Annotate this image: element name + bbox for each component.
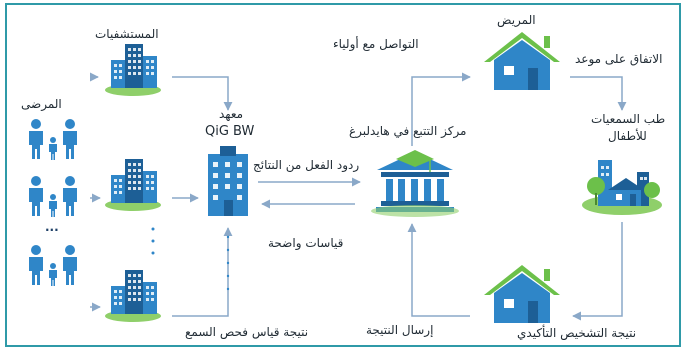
hospital-3-icon (105, 270, 161, 322)
hospital-more-dots (151, 227, 155, 255)
patient-house-bottom-icon (484, 265, 560, 323)
label-hospitals: المستشفيات (95, 27, 159, 41)
label-patient: المريض (497, 13, 536, 27)
label-send-result: إرسال النتيجة (366, 323, 434, 337)
patients-family-2-icon (29, 176, 77, 217)
label-confirm-result: نتيجة التشخيص التأكيدي (517, 326, 637, 340)
label-clear-measurements: قياسات واضحة (268, 236, 344, 250)
label-institute-line1: معهد (219, 107, 244, 121)
patient-house-top-icon (484, 32, 560, 90)
patient-hospital-arrows (89, 72, 101, 312)
label-patients: المرضى (21, 97, 62, 111)
center-patient-arrows (407, 72, 627, 321)
label-ellipsis: ... (45, 220, 59, 234)
label-tracking-center: مركز التتبع في هايدلبرغ (349, 124, 467, 138)
label-audiologist-line2: للأطفال (608, 129, 647, 143)
label-hearing-result: نتيجة قياس فحص السمع (185, 325, 309, 339)
hospital-1-icon (105, 44, 161, 96)
label-audiologist-line1: طب السمعيات (591, 112, 666, 126)
diagram-frame (5, 3, 681, 347)
label-institute-line2: QiG BW (205, 124, 255, 139)
audiologist-city-icon (582, 160, 662, 215)
label-appointment: الاتفاق على موعد (575, 52, 663, 66)
institute-building-icon (208, 146, 248, 216)
hospital-2-icon (105, 159, 161, 211)
patients-family-1-icon (29, 119, 77, 160)
patients-family-3-icon (29, 245, 77, 286)
hospital-institute-arrows (172, 76, 233, 317)
label-contact-parents: التواصل مع أولياء (333, 37, 419, 51)
label-results-feedback: ردود الفعل من النتائج (253, 158, 360, 172)
institute-center-arrows (258, 177, 361, 209)
institute-dots (226, 235, 230, 291)
tracking-center-icon (371, 150, 459, 217)
